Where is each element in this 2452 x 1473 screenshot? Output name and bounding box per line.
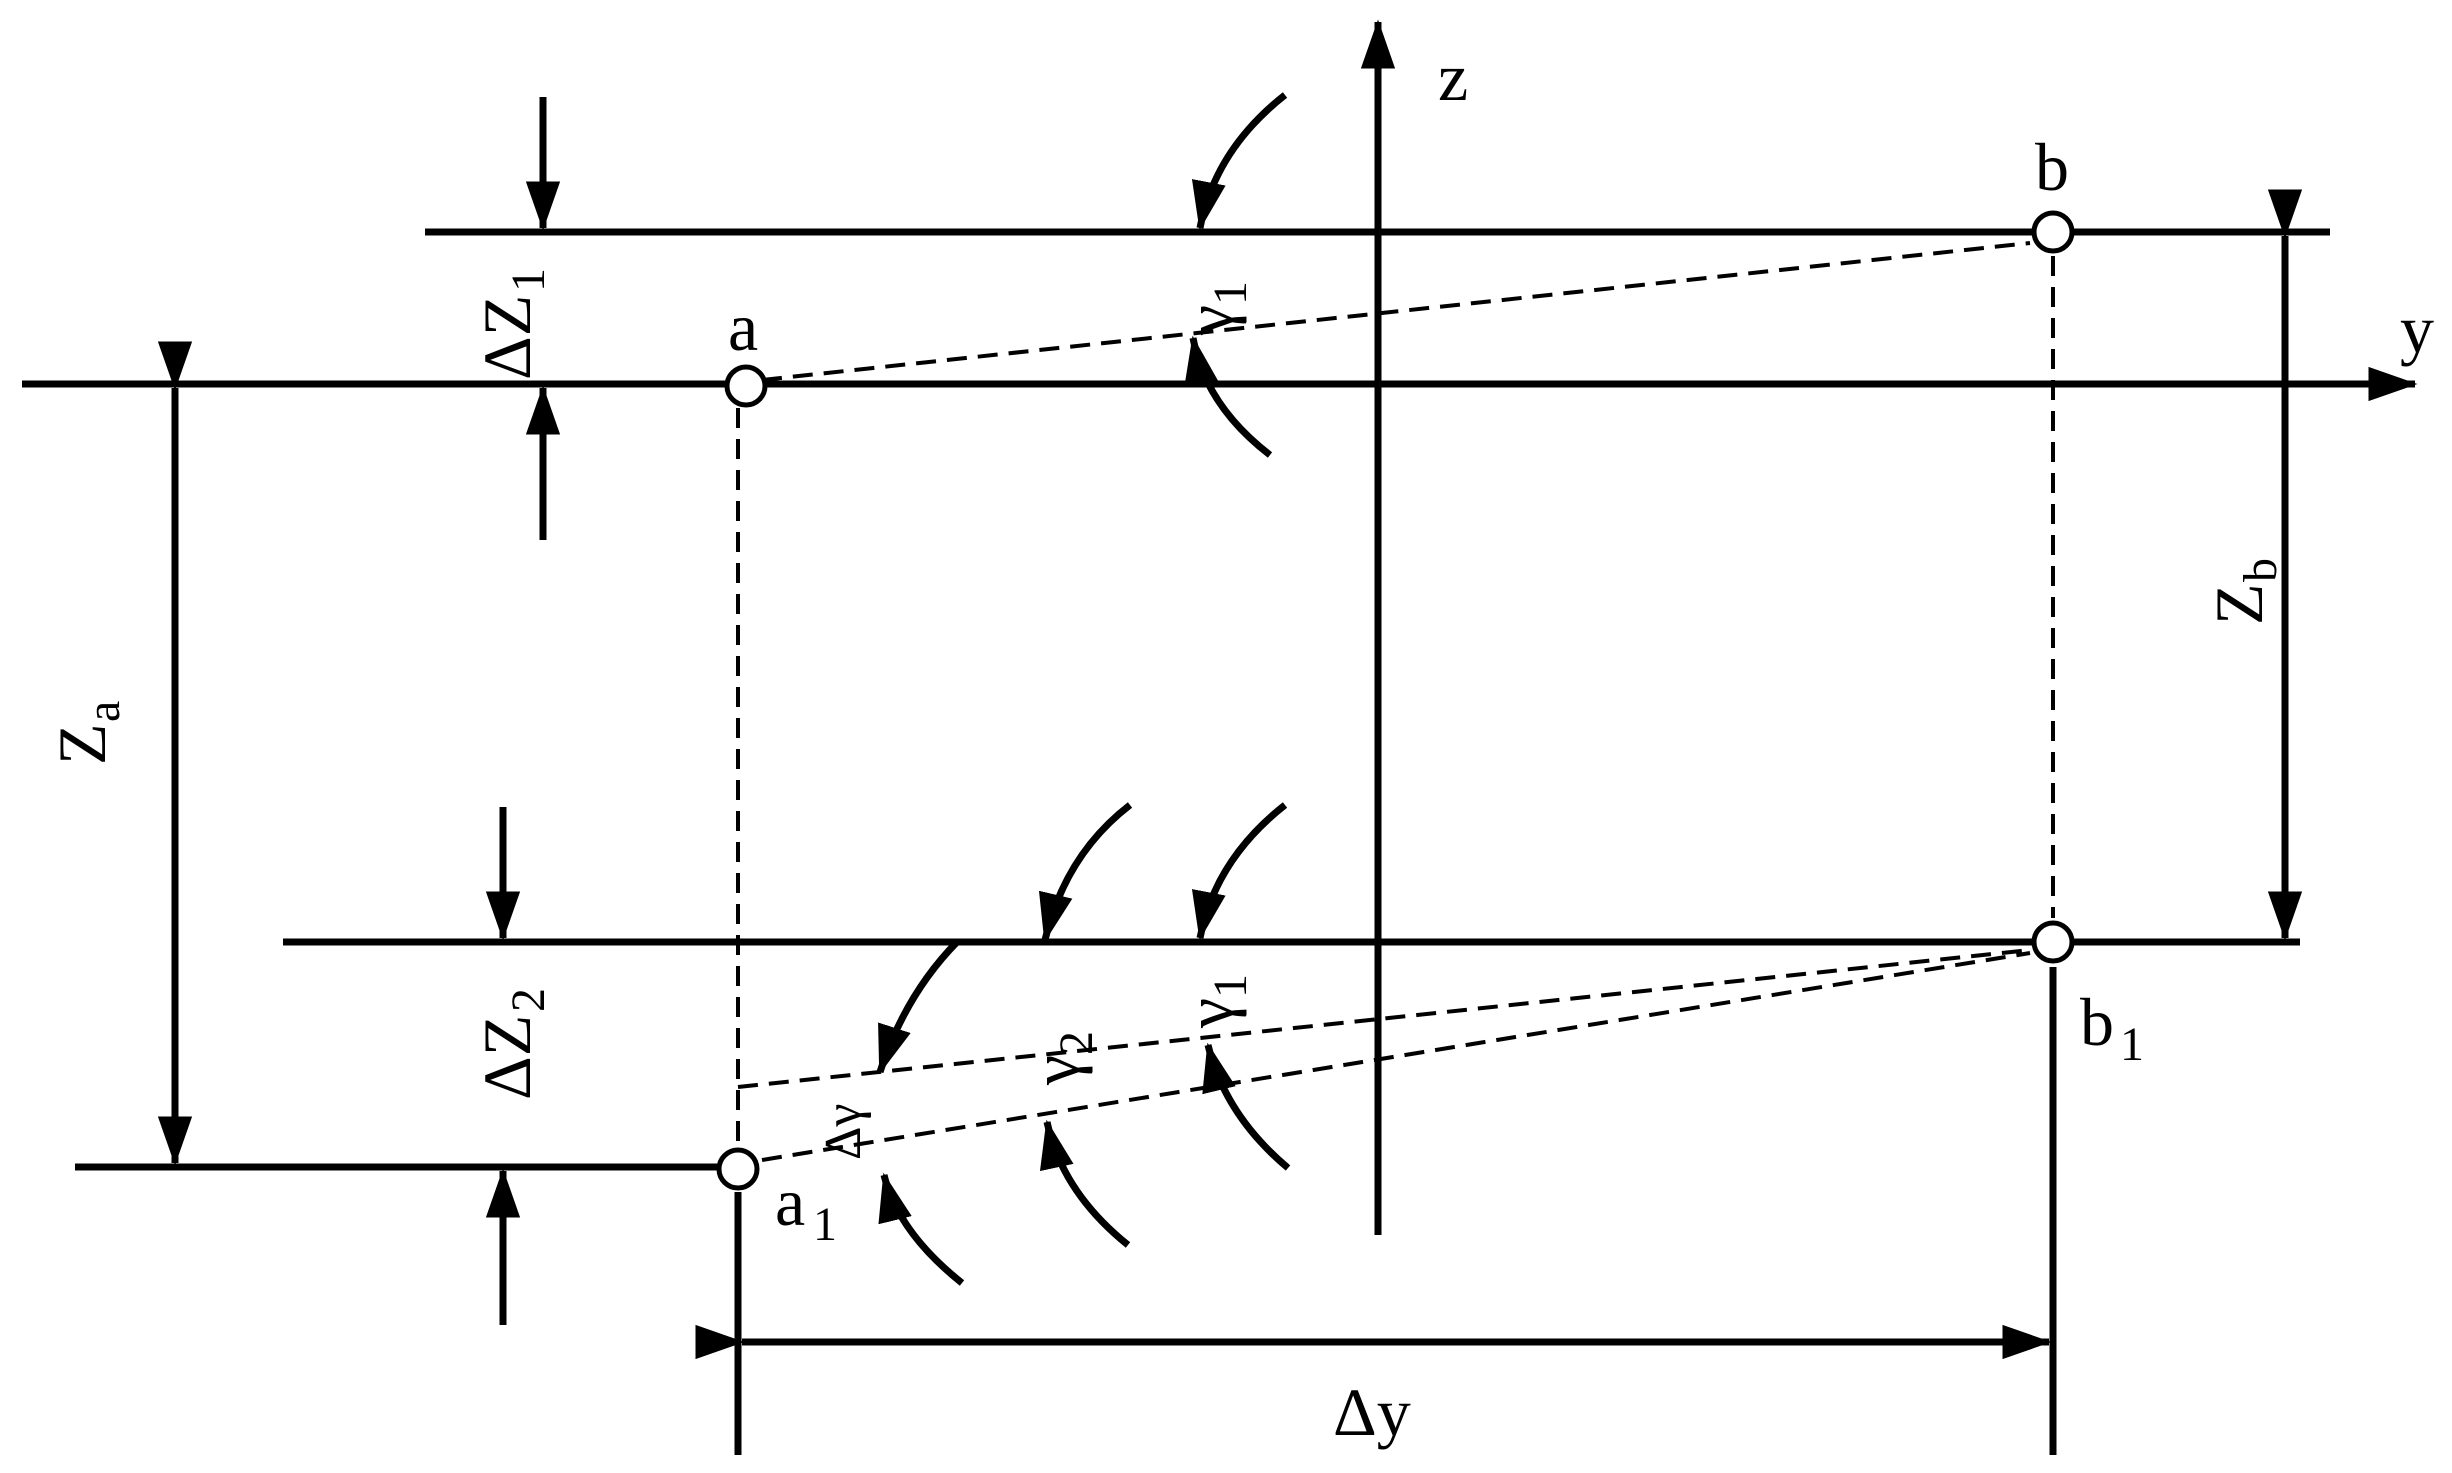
arc-gamma1-top-up — [1184, 335, 1273, 458]
delta-gamma-label: Δγ — [815, 1104, 872, 1160]
za-label: Z a — [44, 701, 130, 765]
arc-gamma1-top-down — [1191, 92, 1288, 231]
point-a-label: a — [728, 289, 758, 365]
y-axis-label: y — [2400, 291, 2434, 367]
z-axis-label: z — [1438, 39, 1468, 115]
arc-gamma1-bottom-down — [1191, 802, 1288, 941]
svg-text:Z: Z — [2201, 583, 2277, 625]
zb-label: Z b — [2201, 558, 2287, 625]
svg-text:ΔZ: ΔZ — [469, 295, 545, 380]
svg-text:a: a — [77, 701, 130, 722]
gamma2-label: γ 2 — [1017, 1031, 1103, 1086]
arc-gamma2-up — [1040, 1119, 1131, 1248]
dz1-label: ΔZ 1 — [469, 268, 555, 380]
gamma1-top-label: γ 1 — [1171, 281, 1257, 336]
svg-text:γ: γ — [1171, 998, 1247, 1029]
svg-text:2: 2 — [502, 988, 555, 1012]
svg-text:1: 1 — [502, 268, 555, 292]
svg-text:b: b — [2234, 558, 2287, 582]
point-b1-label: b 1 — [2080, 984, 2144, 1071]
svg-text:1: 1 — [1204, 281, 1257, 305]
point-a-marker — [724, 364, 768, 408]
point-b1-marker — [2031, 920, 2075, 964]
dashed-line-a1-to-b1 — [761, 951, 2031, 1162]
point-b-label: b — [2035, 129, 2069, 205]
gamma1-bottom-label: γ 1 — [1171, 974, 1257, 1029]
dz2-label: ΔZ 2 — [469, 988, 555, 1100]
svg-text:γ: γ — [1017, 1055, 1093, 1086]
svg-text:1: 1 — [813, 1198, 837, 1251]
arc-gamma1-bottom-up — [1202, 1042, 1291, 1171]
svg-text:γ: γ — [1171, 305, 1247, 336]
dashed-line-a-to-b — [761, 241, 2031, 382]
svg-text:a: a — [775, 1164, 805, 1240]
delta-y-label: Δy — [1333, 1374, 1411, 1450]
svg-text:1: 1 — [1204, 974, 1257, 998]
arc-delta-gamma-down — [876, 939, 960, 1075]
point-a1-marker — [716, 1147, 760, 1191]
svg-text:1: 1 — [2120, 1018, 2144, 1071]
svg-text:Z: Z — [44, 723, 120, 765]
arc-gamma2-down — [1038, 802, 1133, 943]
svg-text:b: b — [2080, 984, 2114, 1060]
arc-delta-gamma-up — [878, 1172, 965, 1286]
svg-text:2: 2 — [1050, 1031, 1103, 1055]
svg-text:Δγ: Δγ — [815, 1104, 872, 1160]
svg-text:ΔZ: ΔZ — [469, 1015, 545, 1100]
point-b-marker — [2031, 210, 2075, 254]
point-a1-label: a 1 — [775, 1164, 837, 1251]
